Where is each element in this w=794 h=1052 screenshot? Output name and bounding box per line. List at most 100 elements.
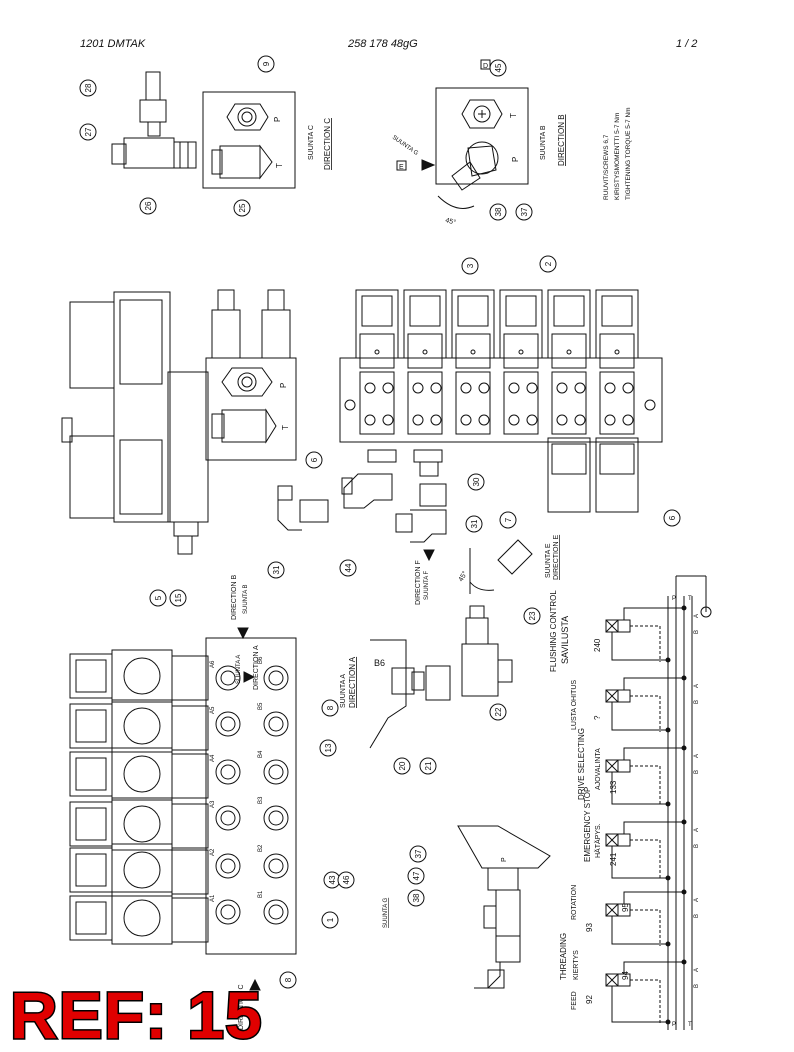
suunta-a-label: SUUNTA A (340, 674, 347, 708)
view-b-port-t: T (509, 113, 518, 118)
port-label-A5: A5 (210, 706, 216, 714)
valve-number-93: 93 (585, 923, 594, 932)
direction-c-label: DIRECTION C (323, 118, 332, 170)
side-port-p: P (279, 383, 288, 388)
schem-b-port: B (694, 914, 700, 918)
callout-23: 23 (528, 611, 537, 620)
schem-a-port: A (694, 828, 700, 832)
callout-6: 6 (310, 457, 319, 462)
rotation-label: ROTATION (571, 885, 578, 920)
angle-45-top: 45° (444, 216, 456, 227)
port-label-B2: B2 (258, 844, 264, 852)
callout-26: 26 (144, 201, 153, 210)
port-label-A1: A1 (210, 894, 216, 902)
drive-selecting-label: DRIVE SELECTING (577, 728, 586, 800)
emergency-stop-label: EMERGENCY STOP (583, 787, 592, 862)
port-p-label: P (273, 117, 282, 122)
direction-e-label: DIRECTION E (553, 535, 560, 580)
feed-label: FEED (571, 991, 578, 1010)
flushing-control-label: FLUSHING CONTROL (549, 590, 558, 672)
callout-30: 30 (472, 477, 481, 486)
screws-line3: TIGHTENING TORQUE 5-7 Nm (625, 107, 632, 200)
callout-22: 22 (494, 707, 503, 716)
callout-21: 21 (424, 761, 433, 770)
callout-45: 45 (494, 63, 503, 72)
threading-label: THREADING (559, 933, 568, 980)
direction-a-inblock: DIRECTION A (253, 645, 260, 690)
suunta-e-label: SUUNTA E (545, 543, 552, 578)
valve-bank: DIRECTION F SUUNTA F 45° SUUNTA E DIRECT… (277, 289, 663, 605)
direction-f-label: DIRECTION F (415, 560, 422, 605)
callout-13: 13 (324, 743, 333, 752)
valve-number-241: 241 (609, 852, 618, 866)
direction-b-lower: DIRECTION B (231, 575, 238, 620)
valve-number-?: ? (593, 715, 602, 720)
callout-46: 46 (342, 875, 351, 884)
side-port-t: T (281, 425, 290, 430)
savilusta-label: SAVILUSTA (560, 616, 570, 664)
valve-number-133: 133 (609, 780, 618, 794)
view-b: T P SUUNTA B DIRECTION B D E SUUNTA G 45… (391, 59, 632, 227)
reference-stamp: REF: 15 (9, 978, 264, 1052)
port-label-B3: B3 (258, 796, 264, 804)
schem-a-port: A (694, 898, 700, 902)
marker-e: E (399, 164, 404, 171)
direction-b-label: DIRECTION B (557, 114, 566, 166)
callout-8: 8 (326, 705, 335, 710)
detail-g: P SUUNTA G (383, 825, 551, 989)
callout-15: 15 (174, 593, 183, 602)
detail-a: B6 SUUNTA A DIRECTION A (340, 605, 513, 749)
suunta-c-label: SUUNTA C (308, 125, 315, 160)
screws-line2: KIRISTYSMOMENTTI 5-7 Nm (614, 113, 621, 200)
suunta-g-small: SUUNTA G (391, 135, 419, 157)
callout-6: 6 (668, 515, 677, 520)
callout-25: 25 (238, 203, 247, 212)
schem-b-port: B (694, 770, 700, 774)
callout-8: 8 (284, 977, 293, 982)
schem-a-port: A (694, 614, 700, 618)
hatapys-label: HÄTÄPYS. (594, 823, 602, 858)
port-label-B1: B1 (258, 890, 264, 898)
schem-b-port: B (694, 700, 700, 704)
port-label-A2: A2 (210, 848, 216, 856)
schem-a-port: A (694, 968, 700, 972)
port-label-A3: A3 (210, 800, 216, 808)
schem-t-top: T (688, 596, 692, 602)
callout-1: 1 (326, 917, 335, 922)
suunta-b-label: SUUNTA B (540, 125, 547, 160)
schem-p-top: P (672, 596, 676, 602)
lusta-ohitus-label: LUSTA OHITUS (571, 680, 578, 730)
side-view: P T (61, 289, 297, 555)
angle-45-mid: 45° (457, 570, 469, 583)
port-label-A4: A4 (210, 754, 216, 762)
port-t-label: T (275, 163, 284, 168)
schem-a-port: A (694, 684, 700, 688)
callout-37: 37 (414, 849, 423, 858)
schem-p-bottom: P (672, 1022, 676, 1028)
suunta-f-label: SUUNTA F (424, 570, 430, 600)
direction-c-lower: DIRECTION C (238, 985, 245, 1031)
port-b6-label: B6 (374, 658, 385, 668)
port-label-B5: B5 (258, 702, 264, 710)
valve-number-240: 240 (593, 638, 602, 652)
callout-28: 28 (84, 83, 93, 92)
callout-38: 38 (412, 893, 421, 902)
callout-47: 47 (412, 871, 421, 880)
callout-37: 37 (520, 207, 529, 216)
callout-20: 20 (398, 761, 407, 770)
schem-b-port: B (694, 844, 700, 848)
marker-d: D (483, 63, 488, 70)
callout-2: 2 (544, 261, 553, 266)
schem-t-bottom: T (688, 1022, 692, 1028)
detail-g-port-p: P (501, 857, 508, 862)
callout-27: 27 (84, 127, 93, 136)
header-right: 1 / 2 (676, 38, 698, 50)
port-label-B4: B4 (258, 750, 264, 758)
header-left: 1201 DMTAK (80, 38, 146, 50)
callout-5: 5 (154, 595, 163, 600)
callout-9: 9 (262, 61, 271, 66)
